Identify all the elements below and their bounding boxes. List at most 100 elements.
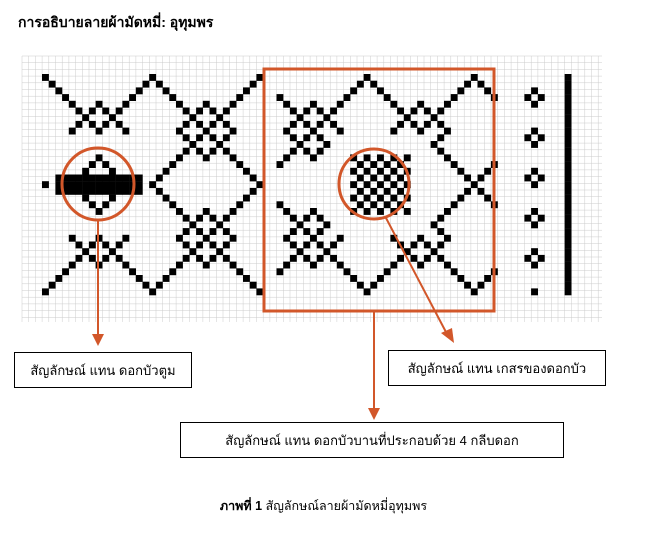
pattern-cell — [531, 208, 538, 215]
pattern-cell — [122, 100, 130, 108]
pattern-cell — [82, 174, 90, 182]
pattern-cell — [417, 261, 425, 269]
pattern-cell — [430, 141, 438, 148]
pattern-cell — [62, 187, 69, 195]
pattern-cell — [363, 208, 371, 215]
pattern-cell — [370, 161, 378, 168]
pattern-cell — [289, 107, 297, 115]
pattern-cell — [383, 94, 391, 101]
pattern-cell — [176, 127, 183, 135]
caption-prefix: ภาพที่ — [219, 499, 252, 513]
pattern-cell — [537, 134, 545, 142]
pattern-cell — [256, 288, 264, 296]
pattern-cell — [88, 181, 96, 189]
pattern-cell — [444, 100, 451, 108]
pattern-cell — [55, 275, 63, 282]
pattern-cell — [229, 154, 237, 162]
pattern-cell — [109, 194, 116, 202]
pattern-cell — [383, 174, 391, 182]
pattern-cell — [75, 181, 83, 189]
pattern-cell — [283, 127, 291, 135]
pattern-cell — [216, 248, 224, 256]
pattern-cell — [303, 241, 311, 249]
pattern-cell — [564, 228, 572, 235]
pattern-cell — [457, 87, 465, 95]
pattern-cell — [102, 120, 110, 128]
pattern-cell — [410, 120, 418, 128]
bloom-arrowhead — [368, 408, 380, 420]
pattern-cell — [397, 107, 404, 115]
pattern-cell — [129, 94, 136, 101]
pattern-cell — [115, 174, 123, 182]
pattern-cell — [202, 154, 210, 162]
pattern-cell — [564, 194, 572, 202]
pattern-cell — [564, 154, 572, 162]
pattern-cell — [182, 147, 190, 155]
pattern-cell — [95, 127, 103, 135]
pattern-cell — [537, 254, 545, 262]
pattern-cell — [410, 241, 418, 249]
pattern-cell — [564, 120, 572, 128]
pattern-cell — [410, 254, 418, 262]
pattern-cell — [75, 174, 83, 182]
pattern-cell — [42, 288, 49, 296]
pattern-cell — [182, 134, 190, 142]
pattern-cell — [390, 194, 398, 202]
pattern-cell — [88, 187, 96, 195]
pattern-cell — [564, 201, 572, 209]
pattern-cell — [135, 181, 143, 189]
pattern-cell — [109, 174, 116, 182]
pattern-cell — [222, 254, 230, 262]
pattern-cell — [423, 241, 431, 249]
pattern-cell — [363, 288, 371, 296]
pattern-cell — [377, 208, 384, 215]
pattern-cell — [531, 288, 538, 296]
pattern-cell — [564, 94, 572, 101]
pattern-cell — [330, 107, 337, 115]
pattern-cell — [222, 120, 230, 128]
pattern-cell — [102, 187, 110, 195]
pattern-cell — [303, 134, 311, 142]
pattern-cell — [343, 94, 351, 101]
stamen-arrow-line — [385, 217, 448, 335]
pattern-cell — [189, 114, 197, 122]
pattern-cell — [202, 100, 210, 108]
pattern-cell — [276, 201, 284, 209]
pattern-cell — [310, 100, 317, 108]
pattern-cell — [470, 74, 478, 81]
pattern-cell — [135, 275, 143, 282]
pattern-cell — [102, 161, 110, 168]
pattern-cell — [397, 254, 404, 262]
pattern-cell — [403, 248, 411, 256]
pattern-cell — [289, 134, 297, 142]
pattern-grid — [21, 55, 602, 322]
pattern-cell — [484, 194, 492, 202]
pattern-cell — [531, 100, 538, 108]
pattern-cell — [484, 275, 492, 282]
pattern-cell — [531, 127, 538, 135]
pattern-cell — [531, 167, 538, 175]
pattern-cell — [155, 281, 163, 289]
pattern-cell — [289, 120, 297, 128]
pattern-cell — [102, 107, 110, 115]
pattern-cell — [276, 94, 284, 101]
pattern-cell — [243, 275, 250, 282]
pattern-cell — [450, 94, 458, 101]
pattern-cell — [169, 94, 177, 101]
pattern-cell — [202, 234, 210, 242]
pattern-cell — [68, 181, 76, 189]
pattern-cell — [350, 275, 358, 282]
pattern-cell — [377, 87, 384, 95]
pattern-cell — [303, 147, 311, 155]
pattern-cell — [95, 234, 103, 242]
pattern-cell — [42, 181, 49, 189]
pattern-cell — [48, 80, 56, 88]
pattern-cell — [444, 154, 451, 162]
pattern-cell — [470, 181, 478, 189]
pattern-cell — [122, 181, 130, 189]
pattern-cell — [249, 80, 257, 88]
pattern-cell — [390, 181, 398, 189]
pattern-cell — [350, 87, 358, 95]
pattern-cell — [88, 254, 96, 262]
